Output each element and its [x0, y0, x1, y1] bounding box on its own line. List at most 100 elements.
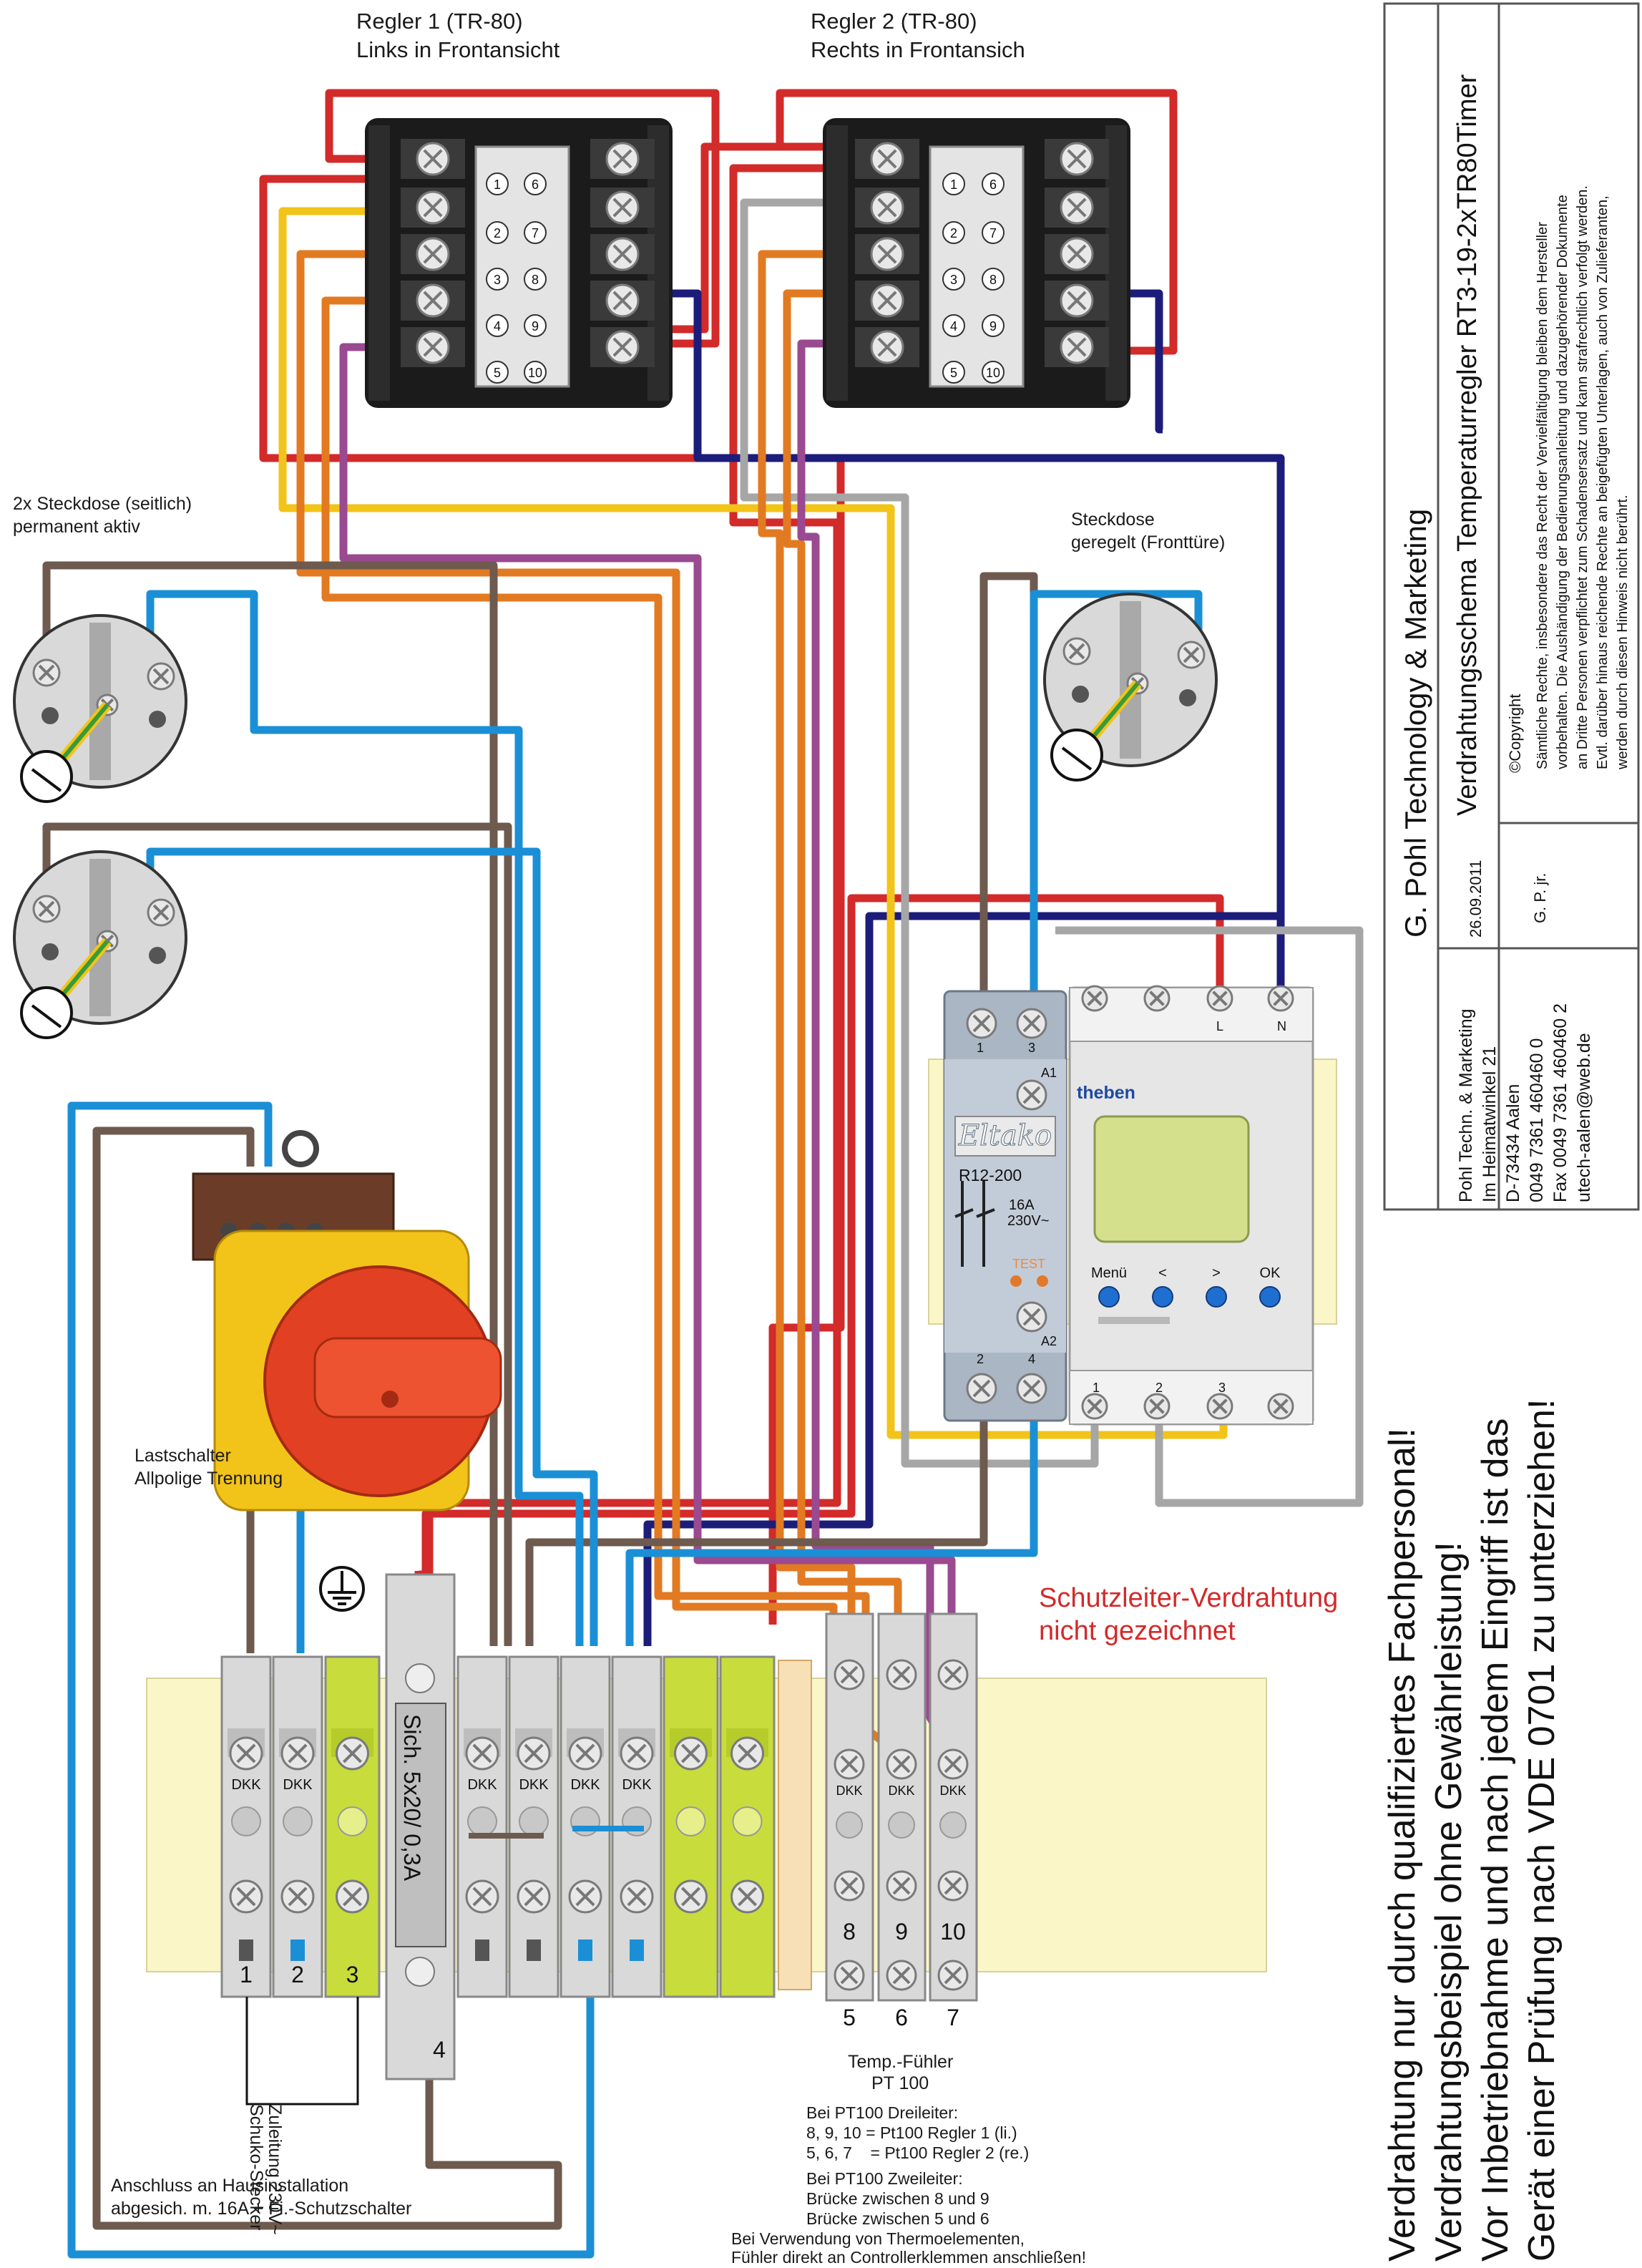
timer-screw — [1267, 985, 1294, 1012]
warning-line-2: Verdrahtungsbeispiel ohne Gewährleistung… — [1428, 1541, 1470, 2262]
relay-screw — [1016, 1373, 1047, 1404]
titleblock-author: G. P. jr. — [1531, 872, 1549, 923]
dkk-label: DKK — [622, 1777, 652, 1793]
timer-screw — [1206, 1393, 1233, 1420]
timer-buttons: Menü<>OK — [1091, 1265, 1281, 1308]
terminal-screw — [605, 190, 640, 225]
supply-bracket — [245, 1997, 359, 2106]
warning-line-1: Verdrahtung nur durch qualifiziertes Fac… — [1382, 1428, 1423, 2262]
regler-2-subtitle: Rechts in Frontansich — [811, 37, 1025, 62]
titleblock-date: 26.09.2011 — [1467, 860, 1485, 938]
timer-screw — [1081, 1393, 1108, 1420]
wire-brown-main — [92, 1126, 562, 2230]
terminal-screw — [886, 1960, 917, 1991]
address-line: Fax 0049 7361 460460 2 — [1550, 1003, 1570, 1202]
terminal-number: 8 — [989, 273, 997, 287]
earth-symbol — [319, 1566, 365, 1612]
timer-display — [1093, 1115, 1250, 1243]
terminal-screw — [465, 1879, 499, 1914]
relay-screw — [1016, 1008, 1047, 1039]
terminal-screw — [229, 1879, 263, 1914]
terminal-screw — [280, 1879, 315, 1914]
terminal-screw — [937, 1748, 969, 1780]
pt100-note-3: 5, 6, 7 = Pt100 Regler 2 (re.) — [806, 2143, 1030, 2162]
controller-1-screws-right — [590, 139, 655, 367]
terminal-screw — [886, 1748, 917, 1780]
terminal-number: 2 — [494, 226, 501, 240]
terminal-screw — [1060, 283, 1094, 318]
warning-line-3: Vor Inbetriebnahme und nach jedem Eingri… — [1475, 1418, 1516, 2262]
regler-1-subtitle: Links in Frontansicht — [356, 37, 560, 62]
terminal-number: 7 — [532, 226, 539, 240]
terminal-number: 3 — [950, 273, 957, 287]
relay-led-2 — [1037, 1275, 1048, 1287]
terminal-number: 8 — [843, 1919, 856, 1945]
switch-label-1: Lastschalter — [135, 1446, 231, 1466]
timer-button[interactable] — [1259, 1286, 1281, 1308]
timer-terminal-l: L — [1216, 1019, 1223, 1033]
terminal-screw — [336, 1879, 369, 1914]
relay-led-1 — [1010, 1275, 1022, 1287]
wire-gray-timer — [1055, 926, 1364, 1507]
timer-terminal-n: N — [1277, 1019, 1286, 1033]
dkk-label: DKK — [888, 1783, 914, 1798]
address-line: Im Heimatwinkel 21 — [1480, 1046, 1500, 1202]
relay-screw — [1016, 1301, 1047, 1333]
relay-model: R12-200 — [959, 1166, 1022, 1184]
socket-screw-n — [147, 662, 175, 691]
pt100-note-8: Fühler direkt an Controllerklemmen ansch… — [731, 2248, 1086, 2267]
relay-terminal-4: 4 — [1028, 1352, 1035, 1366]
terminal-screw — [605, 142, 640, 176]
terminal-screw — [870, 142, 904, 176]
title-block-frame — [1383, 2, 1640, 1211]
relay-terminal-1: 1 — [977, 1041, 984, 1055]
copyright-line: Sämtliche Rechte, insbesondere das Recht… — [1535, 222, 1550, 769]
terminal-screw — [605, 330, 640, 364]
address-line: 0049 7361 460460 0 — [1527, 1038, 1547, 1202]
terminal-number: 7 — [989, 226, 997, 240]
copyright-line: vorbehalten. Die Aushändigung der Bedien… — [1555, 195, 1570, 769]
terminal-number: 2 — [291, 1962, 304, 1987]
timer-theben — [1068, 986, 1314, 1426]
relay-voltage: 230V~ — [1007, 1213, 1049, 1229]
dkk-label: DKK — [836, 1783, 862, 1798]
terminal-screw — [517, 1736, 551, 1771]
terminal-screw — [937, 1659, 969, 1690]
controlled-socket-label-2: geregelt (Fronttüre) — [1071, 532, 1226, 553]
timer-button[interactable] — [1152, 1286, 1173, 1308]
terminal-block: 3 — [324, 1655, 381, 1998]
dkk-label: DKK — [939, 1783, 966, 1798]
relay-terminal-3: 3 — [1028, 1041, 1035, 1055]
terminal-screw — [870, 237, 904, 271]
wire-navy-timer — [643, 912, 1281, 1646]
timer-button[interactable] — [1098, 1286, 1120, 1308]
socket-screw-l — [32, 658, 61, 687]
terminal-screw — [416, 142, 450, 176]
terminal-screw — [336, 1736, 369, 1771]
terminal-number: 1 — [240, 1962, 253, 1987]
terminal-screw — [620, 1736, 654, 1771]
sensor-terminal-backplate — [778, 1660, 812, 1990]
schutzleiter-note-1: Schutzleiter-Verdrahtung — [1039, 1583, 1339, 1613]
house-connection-label-2: abgesich. m. 16A + Fi.-Schutzschalter — [111, 2199, 412, 2219]
timer-terminal-2: 2 — [1155, 1381, 1163, 1395]
terminal-number: 5 — [494, 366, 501, 380]
socket-screw-n — [1177, 641, 1206, 669]
temp-sensor-label-2: PT 100 — [871, 2073, 929, 2093]
fuse-label: Sich. 5x20/ 0,3A — [399, 1714, 425, 1882]
timer-terminal-3: 3 — [1218, 1381, 1226, 1395]
wire-blue-sock2 — [146, 847, 598, 1646]
terminal-number: 1 — [494, 177, 501, 192]
terminal-screw — [674, 1736, 708, 1771]
controlled-socket-label-1: Steckdose — [1071, 510, 1155, 530]
terminal-number: 6 — [895, 2005, 908, 2030]
terminal-screw — [605, 283, 640, 318]
dkk-label: DKK — [467, 1777, 497, 1793]
timer-button[interactable] — [1206, 1286, 1227, 1308]
wire-yellow-r1 — [278, 207, 1228, 1439]
timer-screw — [1143, 1393, 1171, 1420]
wire-purple-r1 — [339, 343, 956, 1625]
